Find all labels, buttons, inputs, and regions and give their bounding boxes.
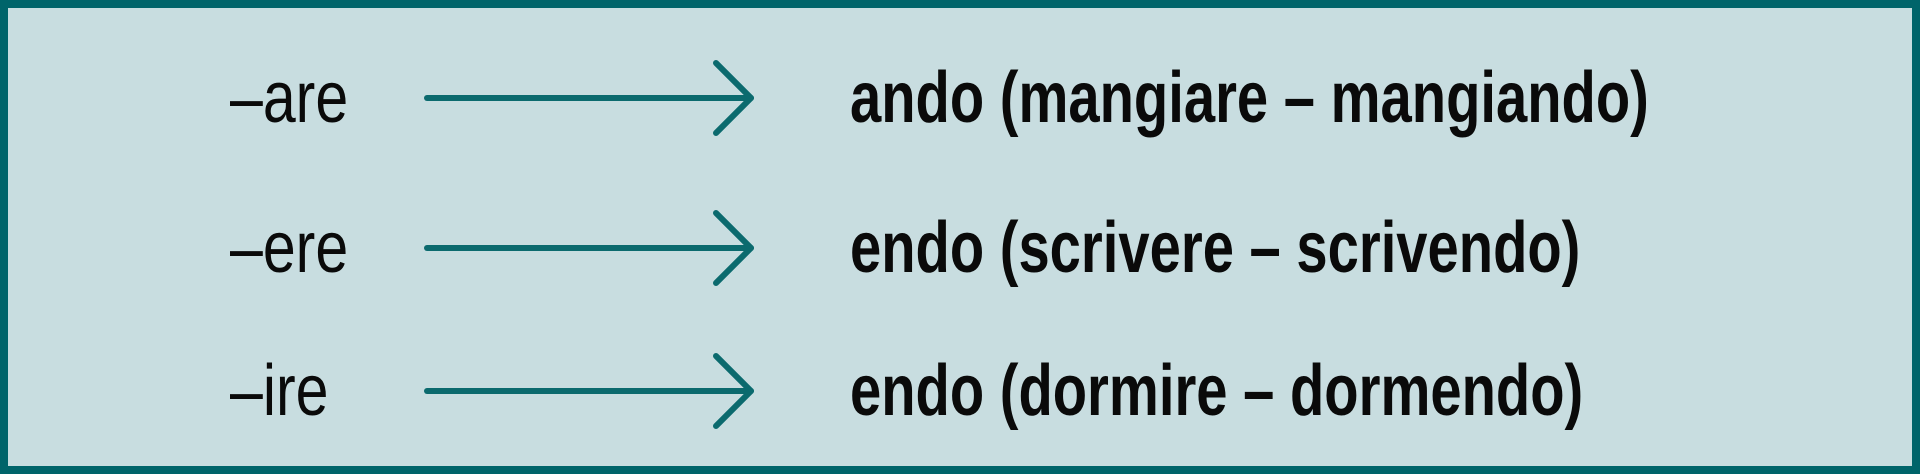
right-arrow-icon: [423, 346, 757, 436]
gerund-rule-row: –are ando (mangiare – mangiando): [8, 23, 1912, 173]
right-arrow-icon: [423, 203, 757, 293]
gerund-result-label: endo (scrivere – scrivendo): [850, 208, 1581, 288]
right-arrow-icon: [423, 53, 757, 143]
verb-ending-label: –ere: [230, 208, 349, 288]
gerund-result-label: ando (mangiare – mangiando): [850, 58, 1649, 138]
verb-ending-label: –ire: [230, 351, 329, 431]
gerund-rule-row: –ere endo (scrivere – scrivendo): [8, 173, 1912, 323]
verb-ending-label: –are: [230, 58, 349, 138]
gerund-rule-row: –ire endo (dormire – dormendo): [8, 316, 1912, 466]
gerund-result-label: endo (dormire – dormendo): [850, 351, 1584, 431]
